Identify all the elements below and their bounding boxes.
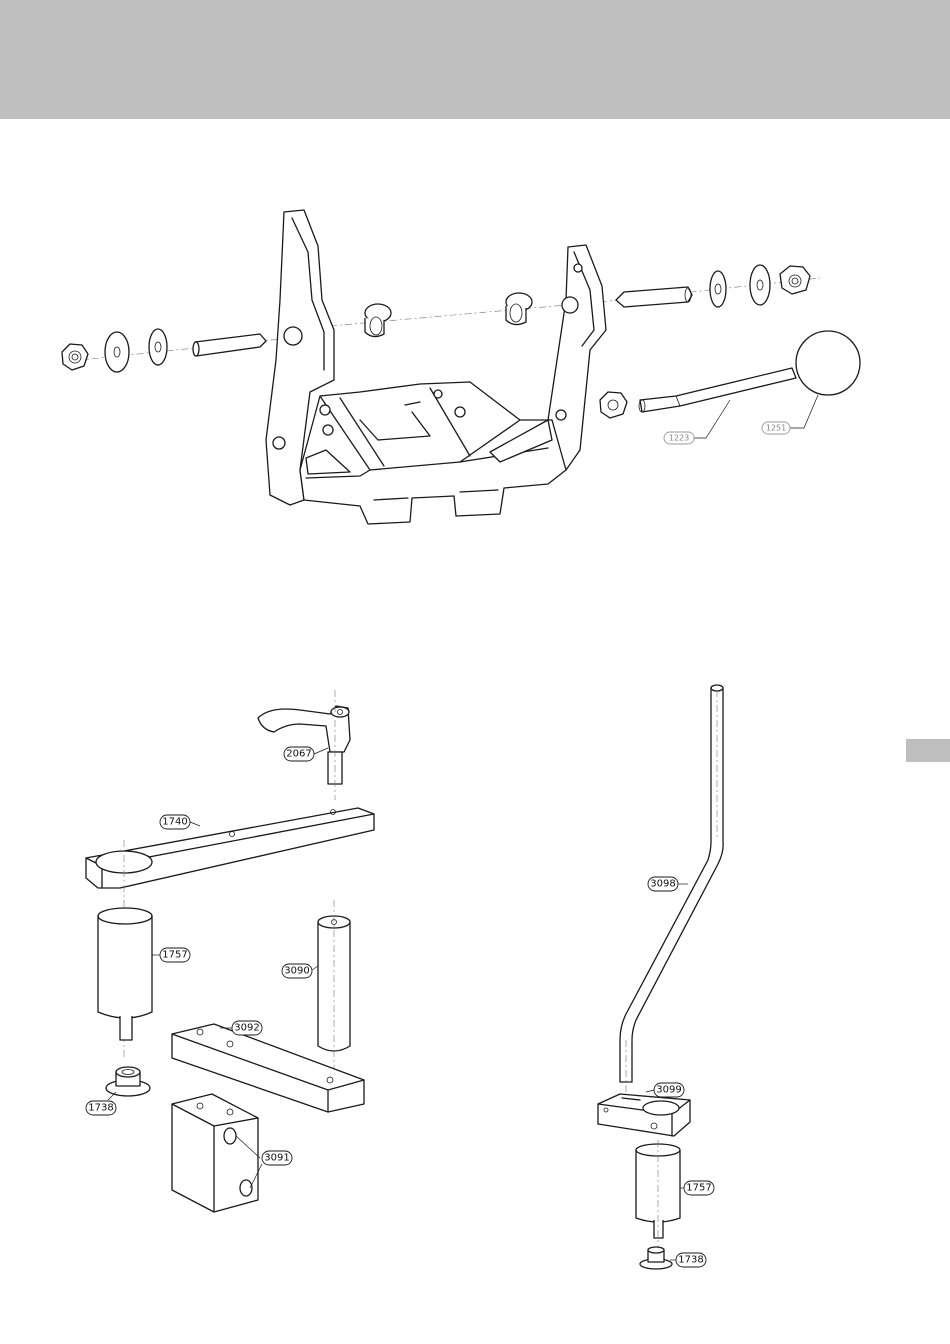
- tag-3090: 3090: [282, 964, 312, 978]
- svg-text:1757: 1757: [162, 950, 187, 961]
- tag-1740: 1740: [160, 815, 190, 829]
- clamp-assembly: 2067 1740 1757: [86, 690, 374, 1212]
- rod-3098: [620, 685, 723, 1100]
- left-washer-inner: [149, 329, 167, 365]
- bracket-assembly: 1223 1251: [62, 210, 860, 524]
- right-washer-outer: [750, 265, 770, 305]
- tag-3098: 3098: [648, 877, 678, 891]
- tag-1757-right: 1757: [684, 1181, 714, 1195]
- tag-1738-left: 1738: [86, 1101, 116, 1115]
- svg-text:1740: 1740: [162, 817, 187, 828]
- clamp-lever: [258, 690, 350, 800]
- shift-rod-assembly: 3098 3099 1757: [598, 685, 723, 1269]
- svg-text:1738: 1738: [678, 1255, 703, 1266]
- lever-rod: [639, 368, 796, 412]
- svg-text:1223: 1223: [669, 434, 689, 443]
- tag-1251: 1251: [762, 422, 790, 434]
- left-nut: [62, 344, 88, 370]
- tag-1738-right: 1738: [676, 1253, 706, 1267]
- clamp-3099: [598, 1094, 690, 1136]
- bracket-base: [300, 382, 566, 524]
- block-3091: [172, 1094, 258, 1212]
- svg-text:1251: 1251: [766, 424, 786, 433]
- tag-1757-left: 1757: [160, 948, 190, 962]
- svg-text:1757: 1757: [686, 1183, 711, 1194]
- right-nut: [780, 266, 810, 294]
- svg-text:3098: 3098: [650, 879, 675, 890]
- tag-3099: 3099: [654, 1083, 684, 1097]
- tag-2067: 2067: [284, 747, 314, 761]
- svg-text:3090: 3090: [284, 966, 309, 977]
- lever-knob: [796, 331, 860, 395]
- svg-text:3092: 3092: [234, 1023, 259, 1034]
- right-pin: [616, 287, 692, 307]
- tag-3091: 3091: [262, 1151, 292, 1165]
- cylinder-1757-right: [636, 1140, 680, 1250]
- bushing-left: [365, 304, 391, 337]
- left-pin: [193, 334, 266, 356]
- svg-text:3091: 3091: [264, 1153, 289, 1164]
- svg-text:3099: 3099: [656, 1085, 681, 1096]
- cylinder-1757-left: [98, 908, 152, 1040]
- bushing-1738-right: [640, 1247, 672, 1269]
- bushing-1738-left: [106, 1067, 150, 1096]
- svg-text:1738: 1738: [88, 1103, 113, 1114]
- tag-3092: 3092: [232, 1021, 262, 1035]
- tag-1223: 1223: [664, 432, 694, 444]
- svg-text:2067: 2067: [286, 749, 311, 760]
- bushing-right: [506, 293, 532, 325]
- pin-3090: [318, 900, 350, 1070]
- right-washer-inner: [710, 271, 726, 307]
- left-washer-outer: [105, 332, 129, 372]
- lever-nut: [600, 392, 627, 418]
